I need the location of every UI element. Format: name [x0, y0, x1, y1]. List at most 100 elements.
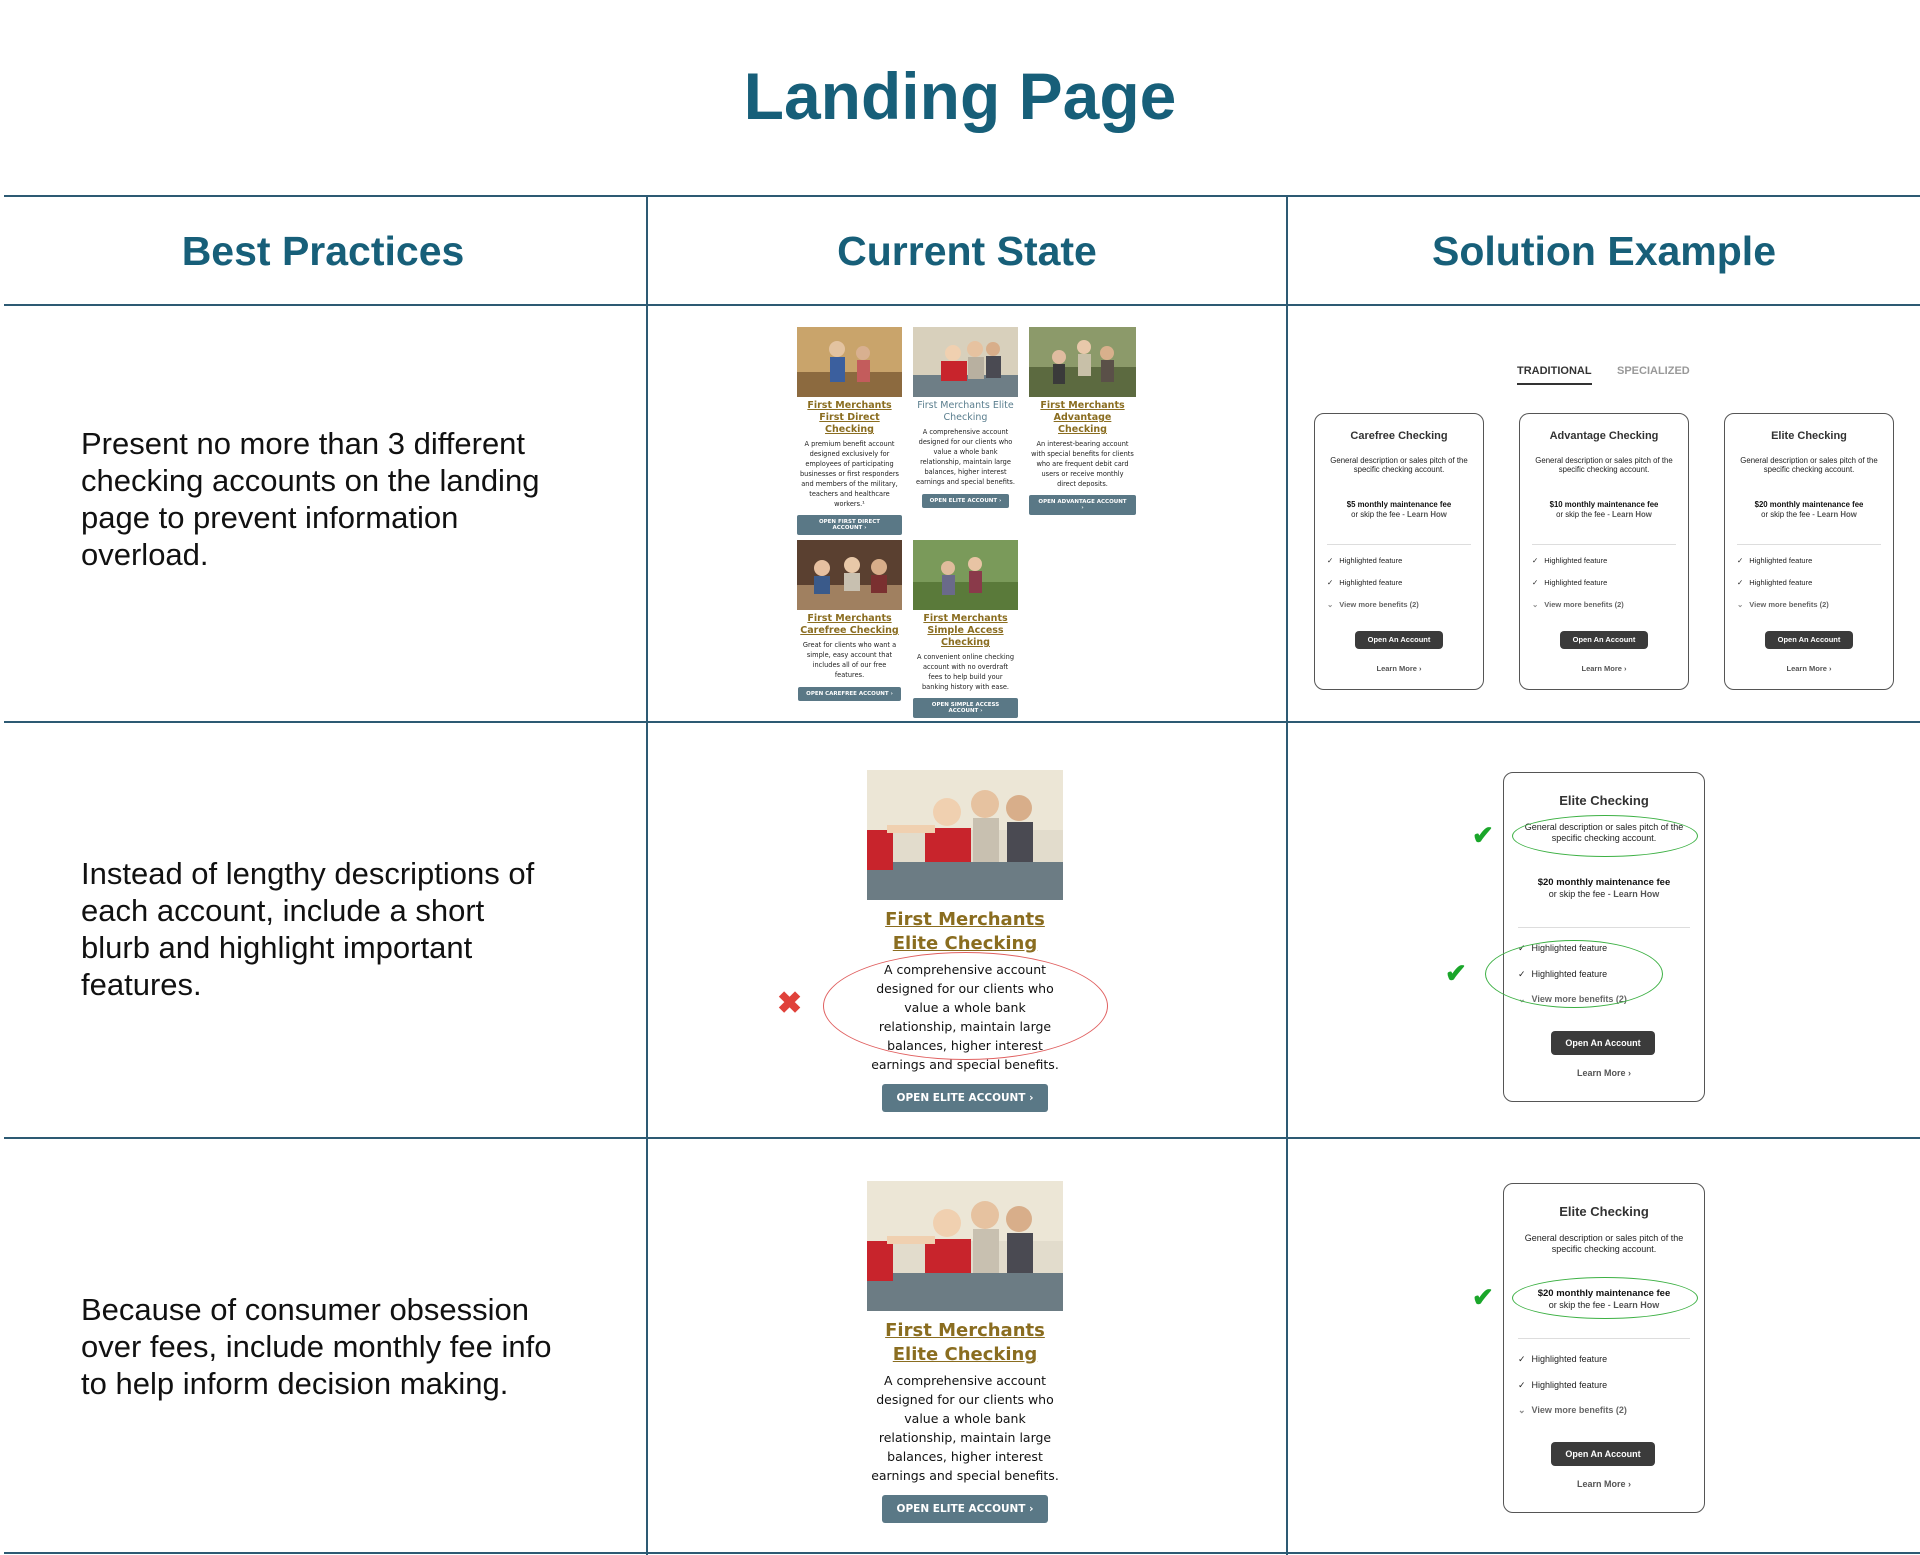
family-photo [1029, 327, 1136, 397]
chevron-down-icon: ⌄ [1532, 600, 1539, 609]
open-account-button[interactable]: Open An Account [1765, 631, 1853, 649]
thumb-title[interactable]: First Merchants Elite Checking [917, 400, 1014, 423]
feature-item: ✓Highlighted feature [1532, 578, 1607, 587]
thumb-title[interactable]: First Merchants Simple Access Checking [923, 613, 1008, 648]
feature-label: Highlighted feature [1339, 578, 1403, 587]
checkmark-icon: ✔ [1472, 820, 1494, 850]
card-desc: General description or sales pitch of th… [1740, 456, 1878, 474]
fee-text: $5 monthly maintenance fee [1346, 500, 1452, 509]
fee-text: $20 monthly maintenance fee [1754, 500, 1864, 509]
skip-fee-text: or skip the fee - Learn How [1725, 510, 1893, 519]
feature-item: ✓Highlighted feature [1327, 556, 1402, 565]
divider [1518, 927, 1690, 928]
learn-how-link[interactable]: Learn How [1407, 510, 1447, 519]
divider [1327, 544, 1471, 545]
thumb-desc: Great for clients who want a simple, eas… [802, 641, 897, 679]
thumb-desc: A comprehensive account designed for our… [916, 428, 1015, 486]
thumb-title[interactable]: First Merchants Carefree Checking [800, 613, 899, 636]
solution-card-elite: Elite Checking General description or sa… [1724, 413, 1894, 690]
header-divider [4, 304, 1920, 306]
open-elite-button[interactable]: OPEN ELITE ACCOUNT › [921, 494, 1010, 508]
checkmark-icon: ✓ [1327, 578, 1334, 587]
thumb-title[interactable]: First Merchants First Direct Checking [807, 400, 892, 435]
card-title: Elite Checking [1771, 430, 1847, 442]
feature-label: Highlighted feature [1531, 1354, 1608, 1364]
learn-how-link[interactable]: Learn How [1613, 889, 1660, 899]
view-more-benefits[interactable]: ⌄View more benefits (2) [1518, 1405, 1627, 1416]
highlight-ellipse-green [1512, 1277, 1698, 1319]
card-title: Elite Checking [1559, 1204, 1649, 1219]
tab-traditional[interactable]: TRADITIONAL [1517, 365, 1592, 385]
header-solution-example: Solution Example [1432, 228, 1776, 274]
learn-more-link[interactable]: Learn More › [1581, 664, 1627, 673]
open-simple-access-button[interactable]: OPEN SIMPLE ACCESS ACCOUNT › [913, 698, 1018, 718]
current-elite-card-row2: First Merchants Elite Checking A compreh… [815, 770, 1115, 1112]
skip-fee-text: or skip the fee - Learn How [1504, 889, 1704, 899]
feature-label: Highlighted feature [1544, 556, 1608, 565]
open-account-button[interactable]: Open An Account [1560, 631, 1648, 649]
open-elite-button[interactable]: OPEN ELITE ACCOUNT › [881, 1495, 1049, 1523]
view-more-label: View more benefits (2) [1544, 600, 1624, 609]
checkmark-icon: ✓ [1518, 1380, 1526, 1390]
learn-more-link[interactable]: Learn More › [1576, 1068, 1631, 1078]
checkmark-icon: ✓ [1737, 556, 1744, 565]
row1-divider [4, 721, 1920, 723]
checkmark-icon: ✓ [1532, 578, 1539, 587]
open-account-button[interactable]: Open An Account [1551, 1442, 1655, 1466]
card-title[interactable]: First Merchants Elite Checking [885, 1320, 1045, 1365]
table-top-line [4, 195, 1920, 197]
family-photo [797, 327, 902, 397]
checkmark-icon: ✓ [1518, 1354, 1526, 1364]
open-account-button[interactable]: Open An Account [1551, 1031, 1655, 1055]
card-title[interactable]: First Merchants Elite Checking [885, 909, 1045, 954]
chevron-down-icon: ⌄ [1737, 600, 1744, 609]
view-more-benefits[interactable]: ⌄ View more benefits (2) [1737, 600, 1829, 609]
card-desc: General description or sales pitch of th… [1535, 456, 1673, 474]
current-elite-card-row3: First Merchants Elite Checking A compreh… [815, 1181, 1115, 1523]
learn-more-link[interactable]: Learn More › [1576, 1479, 1631, 1489]
chevron-down-icon: ⌄ [1327, 600, 1334, 609]
view-more-benefits[interactable]: ⌄ View more benefits (2) [1532, 600, 1624, 609]
open-carefree-button[interactable]: OPEN CAREFREE ACCOUNT › [798, 687, 901, 701]
divider [1737, 544, 1881, 545]
checkmark-icon: ✓ [1327, 556, 1334, 565]
learn-more-link[interactable]: Learn More › [1786, 664, 1832, 673]
learn-how-link[interactable]: Learn How [1817, 510, 1857, 519]
tab-specialized[interactable]: SPECIALIZED [1617, 365, 1690, 377]
open-elite-button[interactable]: OPEN ELITE ACCOUNT › [881, 1084, 1049, 1112]
highlight-ellipse-green [1512, 815, 1698, 857]
family-photo [867, 1181, 1063, 1311]
solution-elite-row3: Elite Checking General description or sa… [1503, 1183, 1705, 1513]
view-more-label: View more benefits (2) [1339, 600, 1419, 609]
practice-3: Because of consumer obsession over fees,… [81, 1292, 552, 1401]
hikers-photo [913, 540, 1018, 610]
learn-more-link[interactable]: Learn More › [1376, 664, 1422, 673]
view-more-benefits[interactable]: ⌄ View more benefits (2) [1327, 600, 1419, 609]
practice-2: Instead of lengthy descriptions of each … [81, 856, 535, 1002]
feature-item: ✓ Highlighted feature [1327, 578, 1402, 587]
thumb-simple-access: First Merchants Simple Access Checking A… [913, 540, 1018, 718]
checkmark-icon: ✔ [1472, 1282, 1494, 1312]
open-advantage-button[interactable]: OPEN ADVANTAGE ACCOUNT › [1029, 495, 1136, 515]
row2-divider [4, 1137, 1920, 1139]
header-current-state: Current State [837, 228, 1097, 274]
divider [1518, 1338, 1690, 1339]
open-account-button[interactable]: Open An Account [1355, 631, 1443, 649]
family-photo [867, 770, 1063, 900]
learn-how-link[interactable]: Learn How [1612, 510, 1652, 519]
view-more-label: View more benefits (2) [1749, 600, 1829, 609]
solution-card-advantage: Advantage Checking General description o… [1519, 413, 1689, 690]
feature-item: ✓Highlighted feature [1737, 578, 1812, 587]
skip-text: or skip the fee - [1556, 510, 1613, 519]
divider [1532, 544, 1676, 545]
open-first-direct-button[interactable]: OPEN FIRST DIRECT ACCOUNT › [797, 515, 902, 535]
thumb-title[interactable]: First Merchants Advantage Checking [1040, 400, 1125, 435]
card-title: Advantage Checking [1549, 430, 1659, 442]
card-desc: A comprehensive account designed for our… [871, 1373, 1059, 1483]
friends-photo [797, 540, 902, 610]
skip-text: or skip the fee - [1351, 510, 1408, 519]
highlight-ellipse-green [1485, 940, 1663, 1008]
thumb-first-direct: First Merchants First Direct Checking A … [797, 327, 902, 535]
feature-item: ✓Highlighted feature [1532, 556, 1607, 565]
fee-text: $10 monthly maintenance fee [1549, 500, 1659, 509]
